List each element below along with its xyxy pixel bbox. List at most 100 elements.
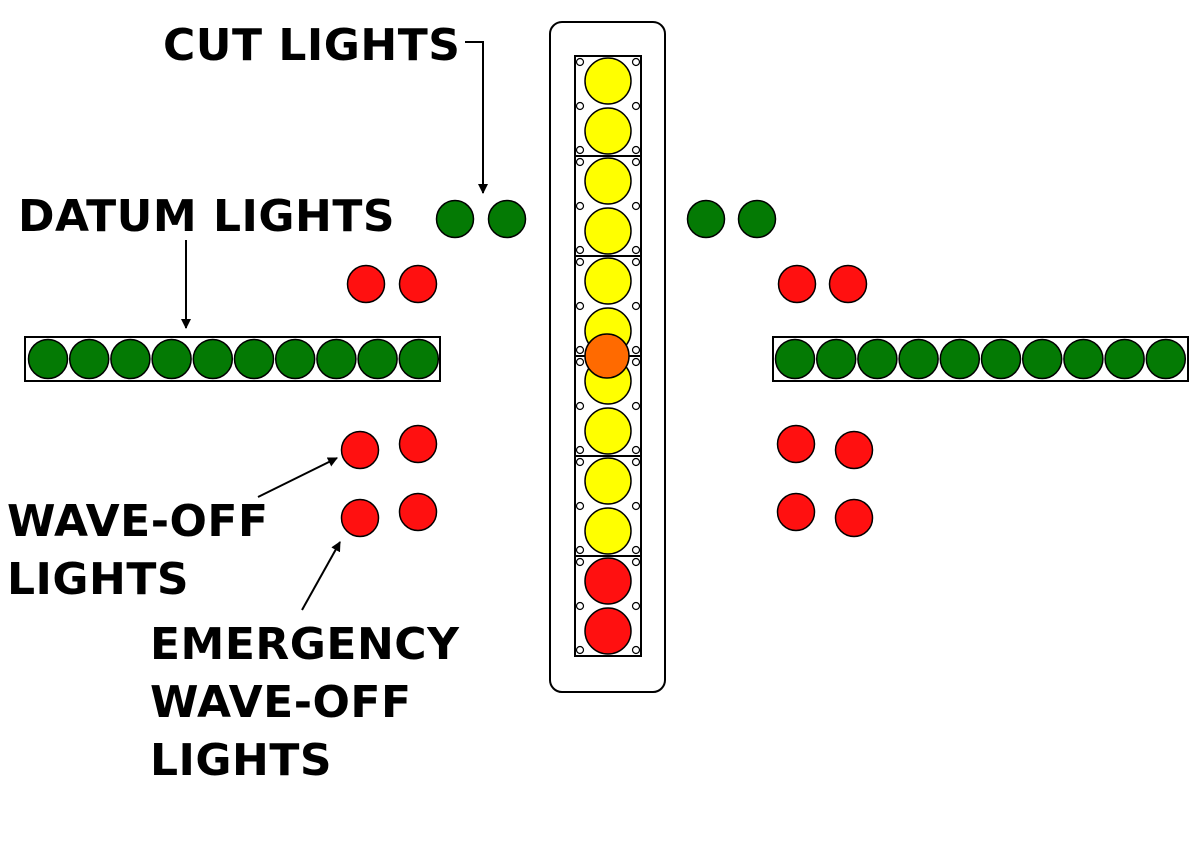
datum-light xyxy=(980,338,1022,380)
datum-light xyxy=(68,338,110,380)
lens-screw xyxy=(575,201,585,211)
lens-screw xyxy=(631,157,641,167)
cut-lights-label: CUT LIGHTS xyxy=(163,20,461,71)
lens-light xyxy=(584,207,632,255)
datum-light xyxy=(815,338,857,380)
emergency-wave-off-lights xyxy=(340,492,874,538)
wave-off-light xyxy=(776,424,816,464)
lens-screw xyxy=(575,557,585,567)
lens-screw xyxy=(575,301,585,311)
emergency-label-line: WAVE-OFF xyxy=(150,677,412,728)
lens-screw xyxy=(575,601,585,611)
lens-light xyxy=(584,607,632,655)
wave-off-lights-label: WAVE-OFF LIGHTS xyxy=(7,493,269,609)
lens-light xyxy=(584,157,632,205)
lens-screw xyxy=(575,145,585,155)
cut-lights-arrow xyxy=(465,41,488,194)
lens-screw xyxy=(631,445,641,455)
cut-lights xyxy=(435,199,777,239)
lens-screw xyxy=(631,357,641,367)
wave-off-lights-arrow xyxy=(257,457,338,498)
lens-light xyxy=(584,107,632,155)
lens-screw xyxy=(575,357,585,367)
wave-off-light xyxy=(398,264,438,304)
emergency-label-line: LIGHTS xyxy=(150,735,333,786)
cut-light xyxy=(435,199,475,239)
wave-off-label-line: LIGHTS xyxy=(7,554,190,605)
datum-lights-right xyxy=(774,338,1187,380)
datum-light xyxy=(774,338,816,380)
emergency-wave-off-light xyxy=(776,492,816,532)
lens-screw xyxy=(631,57,641,67)
lens-screw xyxy=(631,145,641,155)
lens-screw xyxy=(631,345,641,355)
lens-screw xyxy=(631,557,641,567)
emergency-wave-off-lights-arrow xyxy=(301,541,341,611)
cut-light xyxy=(737,199,777,239)
datum-light xyxy=(857,338,898,380)
lens-screw xyxy=(631,245,641,255)
wave-off-light xyxy=(777,264,817,304)
wave-off-light xyxy=(398,424,438,464)
emergency-wave-off-light xyxy=(398,492,438,532)
lens-screw xyxy=(575,257,585,267)
lens-light xyxy=(584,407,632,455)
datum-light xyxy=(151,338,192,380)
lens-screw xyxy=(575,401,585,411)
lens-screw xyxy=(575,157,585,167)
lens-screw xyxy=(575,445,585,455)
lens-screw xyxy=(575,457,585,467)
lens-light xyxy=(584,557,632,605)
lens-screw xyxy=(631,645,641,655)
lens-light xyxy=(584,507,632,555)
datum-light xyxy=(1021,338,1063,380)
datum-light xyxy=(110,338,151,380)
emergency-wave-off-light xyxy=(340,498,380,538)
lens-screw xyxy=(631,545,641,555)
datum-light xyxy=(274,338,316,380)
lens-screw xyxy=(631,201,641,211)
lens-light xyxy=(584,257,632,305)
lens-screw xyxy=(631,601,641,611)
datum-light xyxy=(398,338,440,380)
lens-screw xyxy=(631,457,641,467)
lens-screw xyxy=(575,57,585,67)
datum-light xyxy=(1145,338,1187,380)
lens-screw xyxy=(575,345,585,355)
lens-light xyxy=(584,457,632,505)
datum-light xyxy=(939,338,981,380)
datum-light xyxy=(898,338,939,380)
emergency-wave-off-lights-label: EMERGENCY WAVE-OFF LIGHTS xyxy=(150,616,459,790)
datum-light xyxy=(27,338,69,380)
lens-screw xyxy=(575,245,585,255)
lens-light xyxy=(584,57,632,105)
wave-off-lights xyxy=(340,264,874,470)
lens-screw xyxy=(631,101,641,111)
lens-screw xyxy=(631,301,641,311)
lens-screw xyxy=(631,501,641,511)
datum-light xyxy=(1104,338,1145,380)
meatball-light xyxy=(584,333,630,379)
datum-light xyxy=(233,338,275,380)
datum-light xyxy=(1063,338,1104,380)
datum-light xyxy=(316,338,357,380)
lens-screw xyxy=(575,545,585,555)
wave-off-label-line: WAVE-OFF xyxy=(7,496,269,547)
lens-column xyxy=(574,55,642,657)
datum-lights-left xyxy=(27,338,440,380)
datum-lights-label: DATUM LIGHTS xyxy=(18,191,396,242)
wave-off-light xyxy=(346,264,386,304)
wave-off-light xyxy=(828,264,868,304)
lens-screw xyxy=(631,401,641,411)
emergency-wave-off-light xyxy=(834,498,874,538)
wave-off-light xyxy=(834,430,874,470)
datum-light xyxy=(357,338,398,380)
lens-screw xyxy=(575,645,585,655)
wave-off-light xyxy=(340,430,380,470)
datum-light xyxy=(192,338,234,380)
emergency-label-line: EMERGENCY xyxy=(150,619,460,670)
lens-screw xyxy=(575,501,585,511)
cut-light xyxy=(686,199,726,239)
lens-screw xyxy=(575,101,585,111)
